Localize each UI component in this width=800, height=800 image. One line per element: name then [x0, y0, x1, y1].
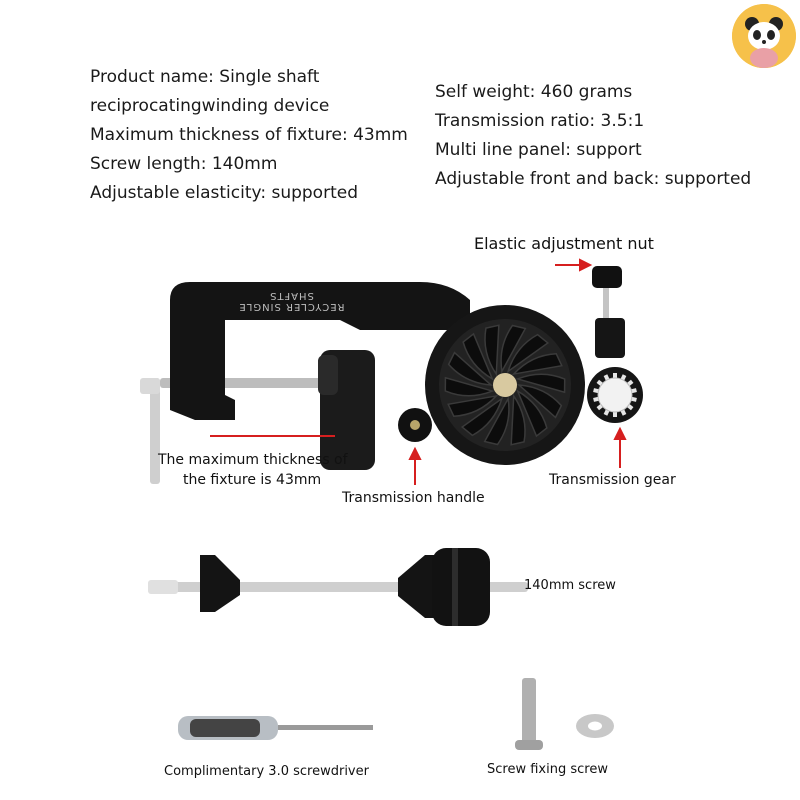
spool-vane	[460, 396, 504, 437]
spec-product-name: Product name: Single shaft	[90, 67, 320, 87]
clamp-pad	[318, 355, 338, 395]
transmission-gear	[597, 377, 633, 413]
spool-vane	[484, 324, 500, 377]
device-body	[170, 282, 470, 420]
label-fixture-line2: the fixture is 43mm	[183, 472, 322, 488]
gear-tooth	[613, 411, 617, 417]
spec-multi-line-panel: Multi line panel: support	[435, 140, 642, 160]
arrow-gear	[613, 426, 627, 468]
label-handle: Transmission handle	[342, 490, 485, 506]
label-screwdriver: Complimentary 3.0 screwdriver	[164, 764, 369, 779]
screwdriver-shaft	[278, 725, 373, 730]
label-elastic-nut: Elastic adjustment nut	[474, 234, 654, 253]
nut-stem	[603, 280, 609, 320]
spool-vanes	[444, 324, 566, 446]
elastic-adjustment-nut	[592, 266, 622, 288]
spool-vane	[516, 389, 548, 438]
arrow-nut	[555, 258, 593, 272]
cone-right	[398, 555, 440, 618]
panda-icon	[732, 4, 796, 68]
spool-vane	[510, 393, 526, 446]
label-screw: 140mm screw	[524, 578, 616, 593]
spec-transmission-ratio: Transmission ratio: 3.5:1	[435, 111, 645, 131]
spool-vane	[483, 396, 510, 446]
cone-left	[200, 555, 240, 612]
gear-tooth	[613, 373, 617, 379]
arrow-handle	[408, 446, 422, 485]
spec-self-weight: Self weight: 460 grams	[435, 82, 633, 102]
nut-bracket	[595, 318, 625, 358]
long-screw-tip	[148, 580, 178, 594]
device-brand-line2: SHAFTS	[269, 290, 314, 301]
spool-vane	[506, 333, 550, 374]
spool-vane	[500, 324, 527, 374]
spool-vane	[511, 352, 563, 376]
fixing-screw-head	[515, 740, 543, 750]
spool-vane	[515, 373, 566, 394]
transmission-handle-screw	[410, 420, 420, 430]
fixing-screw-shaft	[522, 678, 536, 744]
brand-logo	[732, 4, 796, 68]
spec-adjustable-front-back: Adjustable front and back: supported	[435, 169, 752, 189]
device-brand-text: RECYCLER SINGLE SHAFTS	[224, 290, 359, 312]
label-fixing-screw: Screw fixing screw	[487, 762, 608, 777]
spec-screw-length: Screw length: 140mm	[90, 154, 278, 174]
label-fixture-line1: The maximum thickness of	[158, 452, 348, 468]
spec-product-name-cont: reciprocatingwinding device	[90, 96, 330, 116]
label-gear: Transmission gear	[549, 472, 676, 488]
spool-vane	[447, 351, 494, 386]
spool-vane	[447, 394, 499, 418]
spec-max-thickness: Maximum thickness of fixture: 43mm	[90, 125, 408, 145]
device-brand-line1: RECYCLER SINGLE	[238, 301, 345, 312]
spool-vane	[462, 332, 494, 381]
spool-vane	[516, 384, 563, 419]
spool-center	[493, 373, 517, 397]
knob-right	[432, 548, 490, 626]
specs-right: Self weight: 460 grams Transmission rati…	[435, 78, 751, 194]
spec-adjustable-elasticity: Adjustable elasticity: supported	[90, 183, 358, 203]
screwdriver-grip	[190, 719, 260, 737]
clamp-tbar	[150, 378, 160, 484]
spool-vane	[444, 376, 495, 397]
washer-hole	[588, 721, 602, 731]
specs-left: Product name: Single shaft reciprocating…	[90, 63, 408, 208]
knob-right-groove	[452, 548, 458, 626]
clamp-tbar-top	[140, 378, 160, 394]
